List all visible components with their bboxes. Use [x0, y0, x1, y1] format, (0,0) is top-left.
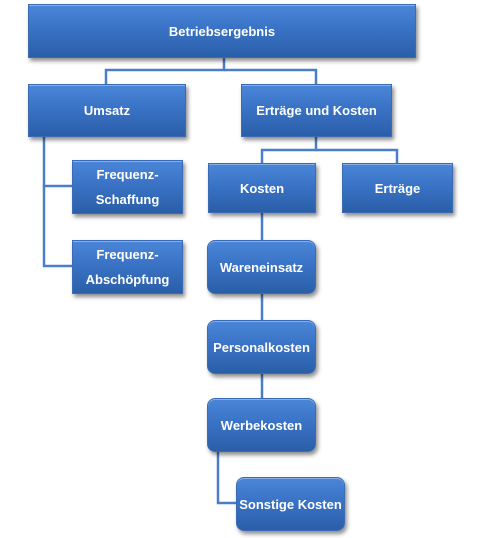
node-ertraege-und-kosten: Erträge und Kosten [241, 84, 392, 137]
node-wareneinsatz: Wareneinsatz [207, 240, 316, 294]
node-kosten: Kosten [208, 163, 316, 213]
node-sonstige-kosten: Sonstige Kosten [236, 477, 345, 531]
node-ertraege: Erträge [342, 163, 453, 213]
node-personalkosten: Personalkosten [207, 320, 316, 374]
node-frequenz-abschoepfung: Frequenz- Abschöpfung [72, 240, 183, 294]
connector-umsatz-to-frequenz-abschoepfung [42, 186, 72, 268]
node-werbekosten: Werbekosten [207, 398, 316, 452]
node-umsatz: Umsatz [28, 84, 186, 137]
node-frequenz-schaffung: Frequenz- Schaffung [72, 160, 183, 214]
connector-root-to-umsatz [104, 58, 226, 84]
connector-root-to-ertraege-und-kosten [224, 68, 318, 84]
node-betriebsergebnis: Betriebsergebnis [28, 4, 416, 58]
connector-euk-to-kosten [260, 137, 318, 163]
connector-werbekosten-to-sonstige [216, 452, 236, 505]
connector-umsatz-to-frequenz-schaffung [42, 135, 72, 188]
connector-euk-to-ertraege [316, 148, 399, 163]
